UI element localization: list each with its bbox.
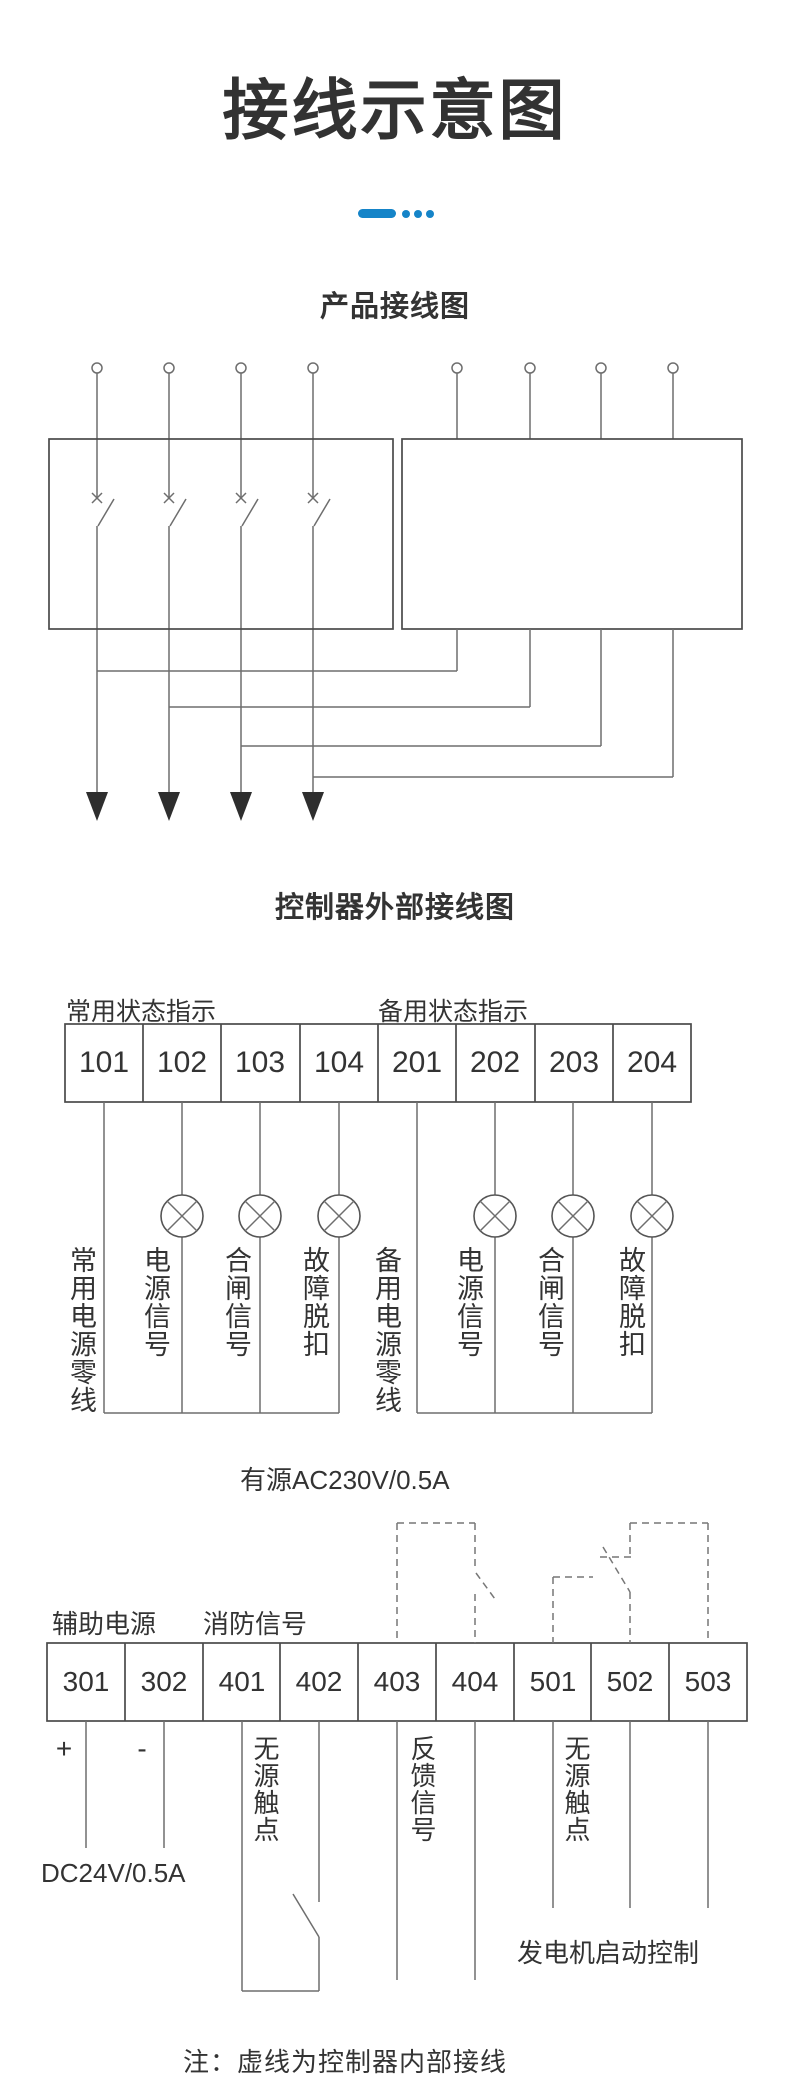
fire-signal-group-label: 消防信号 <box>203 1609 308 1639</box>
terminal-circle-icon <box>451 362 463 374</box>
page-title: 接线示意图 <box>222 73 568 147</box>
wire-label: 电源信号 <box>140 1246 170 1358</box>
backup-supply-box <box>401 438 743 630</box>
lamp-icon <box>238 1194 282 1238</box>
terminal-cell: 203 <box>548 1046 600 1079</box>
indicator-wires <box>103 1102 653 1413</box>
terminal-circle-icon <box>524 362 536 374</box>
supply-terminal-circles <box>91 362 679 374</box>
arrow-down-icon <box>230 792 252 821</box>
terminal-cell: 204 <box>626 1046 678 1079</box>
generator-control-label: 发电机启动控制 <box>517 1938 700 1968</box>
ac-rating-label: 有源AC230V/0.5A <box>240 1465 450 1495</box>
feedback-wires <box>396 1721 476 1980</box>
indicator-lamps <box>160 1194 674 1238</box>
switch-icon <box>163 492 187 800</box>
terminal-circle-icon <box>667 362 679 374</box>
wire-label: 合闸信号 <box>534 1246 564 1358</box>
terminal-cell: 102 <box>156 1046 208 1079</box>
arrow-down-icon <box>302 792 324 821</box>
product-wiring-diagram <box>48 362 743 821</box>
terminal-cell: 301 <box>62 1666 110 1697</box>
terminal-circle-icon <box>163 362 175 374</box>
product-section-heading: 产品接线图 <box>319 291 470 323</box>
terminal-cell: 101 <box>78 1046 130 1079</box>
terminal-cell: 404 <box>451 1666 499 1697</box>
aux-power-wires <box>85 1721 165 1848</box>
footnote: 注：虚线为控制器内部接线 <box>183 2047 508 2077</box>
lamp-icon <box>473 1194 517 1238</box>
terminal-cell: 403 <box>373 1666 421 1697</box>
incoming-wires <box>96 373 674 498</box>
plus-polarity-label: + <box>55 1733 73 1764</box>
normal-supply-box <box>48 438 394 630</box>
external-lower-wiring <box>85 1721 709 1992</box>
controller-section-heading: 控制器外部接线图 <box>274 892 515 924</box>
wire-label: 故障脱扣 <box>299 1246 329 1358</box>
arrow-down-icon <box>86 792 108 821</box>
wire-label: 常用电源零线 <box>66 1246 96 1414</box>
output-arrows <box>86 792 324 821</box>
minus-polarity-label: - <box>137 1733 147 1764</box>
backup-status-group-label: 备用状态指示 <box>378 998 529 1026</box>
terminal-strip-dividers <box>142 1024 614 1102</box>
terminal-cell: 401 <box>218 1666 266 1697</box>
terminal-cell: 202 <box>469 1046 521 1079</box>
terminal-cell: 502 <box>606 1666 654 1697</box>
dc-rating-label: DC24V/0.5A <box>41 1858 186 1888</box>
generator-wires <box>552 1721 709 1908</box>
feedback-contact-dashed <box>396 1522 496 1643</box>
terminal-cell: 402 <box>295 1666 343 1697</box>
title-divider <box>358 209 438 218</box>
terminal-circle-icon <box>235 362 247 374</box>
fire-signal-contact <box>241 1721 320 1992</box>
wire-label: 故障脱扣 <box>615 1246 645 1358</box>
terminal-circle-icon <box>595 362 607 374</box>
terminal-cell: 103 <box>234 1046 286 1079</box>
terminal-circle-icon <box>307 362 319 374</box>
lamp-icon <box>551 1194 595 1238</box>
crossover-links <box>97 629 674 778</box>
lamp-icon <box>630 1194 674 1238</box>
switch-icon <box>292 1893 320 1938</box>
divider-dot-icon <box>402 209 410 218</box>
normal-status-group-label: 常用状态指示 <box>66 998 217 1026</box>
wire-label: 无源触点 <box>250 1735 280 1843</box>
switch-icon <box>235 492 259 800</box>
arrow-down-icon <box>158 792 180 821</box>
divider-bar-icon <box>358 209 396 218</box>
upper-terminal-strip <box>64 1023 692 1414</box>
terminal-cell: 104 <box>313 1046 365 1079</box>
aux-power-group-label: 辅助电源 <box>52 1609 157 1639</box>
terminal-cell: 201 <box>391 1046 443 1079</box>
terminal-circle-icon <box>91 362 103 374</box>
switch-icon <box>307 492 331 800</box>
generator-contact-dashed <box>552 1522 709 1643</box>
internal-dashed-wiring <box>396 1522 709 1643</box>
divider-dot-icon <box>426 209 434 218</box>
divider-dot-icon <box>414 209 422 218</box>
breaker-switches <box>91 492 331 800</box>
terminal-cell: 503 <box>684 1666 732 1697</box>
terminal-cell: 302 <box>140 1666 188 1697</box>
wire-label: 备用电源零线 <box>371 1246 401 1414</box>
terminal-strip-dividers <box>124 1643 670 1721</box>
terminal-cell: 501 <box>529 1666 577 1697</box>
lamp-icon <box>317 1194 361 1238</box>
wire-label: 合闸信号 <box>221 1246 251 1358</box>
switch-icon <box>91 492 115 800</box>
wire-label: 电源信号 <box>453 1246 483 1358</box>
wire-label: 反馈信号 <box>407 1735 437 1843</box>
lamp-icon <box>160 1194 204 1238</box>
wire-label: 无源触点 <box>561 1735 591 1843</box>
